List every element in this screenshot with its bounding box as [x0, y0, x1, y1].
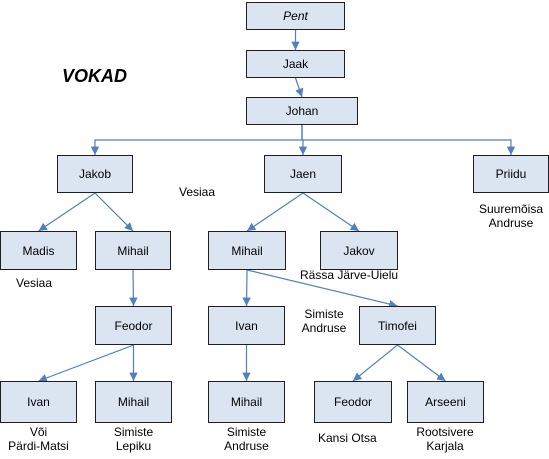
- place-label-kansi-otsa: Kansi Otsa: [318, 431, 377, 445]
- node-johan[interactable]: Johan: [246, 97, 358, 125]
- node-jaen[interactable]: Jaen: [264, 155, 342, 193]
- node-timofei[interactable]: Timofei: [359, 306, 436, 345]
- node-label: Mihail: [231, 243, 263, 258]
- node-jakov[interactable]: Jakov: [320, 231, 398, 270]
- place-label-vesiaa: Vesiaa: [179, 185, 216, 199]
- node-label: Mihail: [230, 395, 263, 409]
- edge-johan-priidu: [301, 125, 516, 155]
- node-mihail-a[interactable]: Mihail: [95, 231, 171, 270]
- place-label-vesiaa-madis: Vesiaa: [16, 276, 53, 290]
- node-label: Ivan: [235, 318, 258, 333]
- node-mihail-d[interactable]: Mihail: [208, 381, 285, 423]
- edge-mihail_a-feodor_a: [129, 269, 138, 307]
- edge-mihail_b-timofei: [246, 269, 398, 309]
- node-label: Timofei: [378, 318, 417, 333]
- place-label-simiste-lepiku: Simiste Lepiku: [113, 425, 154, 453]
- node-label: Pent: [283, 9, 308, 23]
- node-label: Jakov: [343, 243, 375, 258]
- place-label-rassa: Rässa Järve-Uielu: [300, 268, 399, 282]
- node-arseeni[interactable]: Arseeni: [407, 381, 484, 423]
- node-madis[interactable]: Madis: [0, 231, 77, 270]
- node-label: Feodor: [114, 318, 153, 333]
- edge-jaak-johan: [294, 77, 304, 98]
- edge-feodor_a-ivan_a: [38, 344, 134, 382]
- node-mihail-b[interactable]: Mihail: [208, 231, 286, 270]
- edge-timofei-feodor_b: [352, 344, 398, 382]
- node-feodor-b[interactable]: Feodor: [314, 381, 392, 423]
- place-label-simiste-andruse: Simiste Andruse: [224, 425, 269, 453]
- node-ivan-a[interactable]: Ivan: [0, 381, 77, 423]
- place-label-simiste-andruse-timofei: Simiste Andruse: [301, 307, 347, 335]
- edge-jaen-jakov: [302, 192, 360, 232]
- node-label: Mihail: [117, 243, 149, 258]
- node-label: Ivan: [27, 395, 50, 409]
- edge-timofei-arseeni: [397, 344, 446, 382]
- node-label: Jakob: [78, 167, 112, 181]
- node-jaak[interactable]: Jaak: [246, 50, 345, 78]
- node-jakob[interactable]: Jakob: [57, 155, 133, 193]
- place-label-suuremoisa: Suuremõisa Andruse: [478, 202, 544, 230]
- place-label-rootsivere: Rootsivere Karjala: [416, 425, 474, 453]
- edge-jakob-mihail_a: [94, 192, 134, 232]
- node-label: Mihail: [117, 395, 150, 409]
- place-label-voi: Või Pärdi-Matsi: [8, 425, 69, 453]
- node-label: Johan: [285, 104, 319, 118]
- node-ivan-b[interactable]: Ivan: [208, 306, 285, 345]
- node-label: Jaen: [289, 167, 317, 181]
- edge-jakob-madis: [38, 192, 96, 232]
- node-pent[interactable]: Pent: [246, 2, 345, 30]
- node-label: Arseeni: [425, 395, 466, 409]
- edge-johan-jakob: [90, 125, 303, 155]
- edge-jaen-mihail_b: [246, 192, 304, 232]
- node-priidu[interactable]: Priidu: [473, 155, 549, 193]
- edge-mihail_b-ivan_b: [242, 269, 251, 307]
- node-label: Madis: [22, 243, 55, 258]
- node-label: Jaak: [282, 57, 309, 71]
- node-mihail-c[interactable]: Mihail: [95, 381, 172, 423]
- diagram-title: VOKAD: [62, 66, 128, 86]
- node-label: Feodor: [333, 395, 373, 409]
- node-feodor-a[interactable]: Feodor: [95, 306, 172, 345]
- node-label: Priidu: [495, 167, 527, 181]
